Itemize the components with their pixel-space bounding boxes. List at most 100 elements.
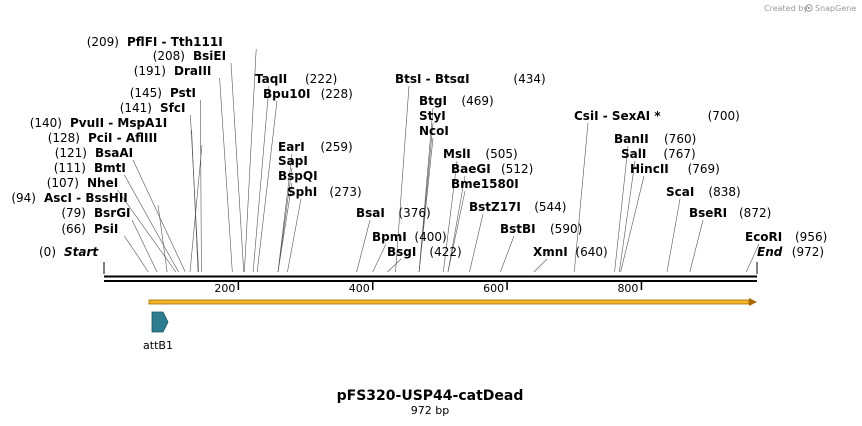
restriction-site[interactable]: StyI: [419, 109, 446, 123]
restriction-site[interactable]: (94)AscI - BssHII: [11, 191, 127, 205]
site-name: PsiI: [94, 222, 118, 236]
restriction-site[interactable]: (590)BstBI: [500, 222, 582, 236]
leader-line: [219, 77, 233, 273]
leader-line: [395, 85, 410, 273]
site-name: End: [757, 245, 783, 259]
leader-line: [124, 235, 149, 273]
leader-line: [157, 204, 168, 273]
restriction-site[interactable]: (208)BsiEI: [153, 49, 226, 63]
restriction-site[interactable]: (209)PflFI - Tth111I: [87, 35, 223, 49]
restriction-site[interactable]: (544)BstZ17I: [469, 200, 566, 214]
site-name: BaeGI: [451, 162, 491, 176]
restriction-site[interactable]: (505) MslI: [443, 147, 518, 161]
restriction-site[interactable]: (141)SfcI: [120, 101, 186, 115]
site-labels: (0)Start (66) PsiI (79)BsrGI(94)AscI - BssH…: [11, 35, 827, 259]
restriction-site[interactable]: (767) SalI: [621, 147, 696, 161]
restriction-site[interactable]: (145)PstI: [130, 86, 196, 100]
restriction-site[interactable]: (376) BsaI: [356, 206, 431, 220]
site-position: (191): [134, 64, 166, 78]
site-name: BspQI: [278, 169, 318, 183]
leader-line: [620, 175, 645, 273]
restriction-site[interactable]: (700)CsiI - SexAI *: [574, 109, 740, 123]
restriction-site[interactable]: (259)EarI: [278, 140, 353, 154]
site-position: (400): [414, 230, 446, 244]
restriction-site[interactable]: (838)ScaI: [666, 185, 741, 199]
site-position: (145): [130, 86, 162, 100]
restriction-site[interactable]: (872)BseRI: [689, 206, 771, 220]
created-by-credit: Created by SnapGene: [764, 4, 856, 13]
feature-attb1[interactable]: attB1: [143, 311, 173, 352]
site-name: AscI - BssHII: [44, 191, 128, 205]
site-position: (128): [48, 131, 80, 145]
restriction-site[interactable]: Bme1580I: [451, 177, 519, 191]
site-position: (140): [30, 116, 62, 130]
leader-line: [244, 48, 257, 273]
site-name: BsaI: [356, 206, 385, 220]
site-name: BsrGI: [94, 206, 131, 220]
site-name: StyI: [419, 109, 446, 123]
site-name: ScaI: [666, 185, 694, 199]
orf-bar: [148, 299, 750, 305]
restriction-site[interactable]: (640)XmnI: [533, 245, 608, 259]
start-marker: (0)Start: [39, 245, 99, 259]
leader-line: [666, 198, 681, 273]
restriction-site[interactable]: (140)PvuII - MspA1I: [30, 116, 167, 130]
restriction-site[interactable]: (121)BsaAI: [55, 146, 133, 160]
site-position: (767): [663, 147, 695, 161]
restriction-site[interactable]: (111)BmtI: [54, 161, 126, 175]
restriction-site[interactable]: BspQI: [278, 169, 318, 183]
leader-line: [614, 145, 629, 273]
restriction-site[interactable]: (107)NheI: [47, 176, 118, 190]
site-position: (376): [398, 206, 430, 220]
site-position: (469): [461, 94, 493, 108]
leader-line: [132, 159, 186, 273]
feature-arrow-icon: [151, 311, 169, 333]
site-name: BstZ17I: [469, 200, 521, 214]
leader-line: [189, 144, 203, 273]
site-position: (512): [501, 162, 533, 176]
restriction-site[interactable]: (66) PsiI: [61, 222, 118, 236]
restriction-site[interactable]: (400)BpmI: [372, 230, 447, 244]
restriction-site[interactable]: (128)PciI - AflIII: [48, 131, 158, 145]
restriction-site[interactable]: (228)Bpu10I: [263, 87, 353, 101]
restriction-site[interactable]: (769) HincII: [630, 162, 720, 176]
restriction-site[interactable]: (512) BaeGI: [451, 162, 533, 176]
site-name: PflFI - Tth111I: [127, 35, 223, 49]
restriction-site[interactable]: (422)BsgI: [387, 245, 462, 259]
restriction-site[interactable]: (79)BsrGI: [61, 206, 130, 220]
site-position: (956): [795, 230, 827, 244]
restriction-site[interactable]: (191)DraIII: [134, 64, 212, 78]
leader-line: [573, 122, 589, 273]
restriction-site[interactable]: NcoI: [419, 124, 449, 138]
leader-line: [356, 219, 371, 273]
restriction-site[interactable]: (222)TaqII: [255, 72, 337, 86]
site-position: (66): [61, 222, 86, 236]
site-name: BstBI: [500, 222, 536, 236]
site-name: BanII: [614, 132, 649, 146]
restriction-site[interactable]: (273)SphI: [287, 185, 362, 199]
site-name: SalI: [621, 147, 646, 161]
plasmid-title: pFS320-USP44-catDead: [337, 388, 524, 404]
site-name: MslI: [443, 147, 471, 161]
site-name: NheI: [87, 176, 118, 190]
site-position: (505): [485, 147, 517, 161]
leader-line: [618, 160, 636, 273]
site-position: (273): [329, 185, 361, 199]
restriction-site[interactable]: (469)BtgI: [419, 94, 494, 108]
site-name: Bpu10I: [263, 87, 310, 101]
site-position: (0): [39, 245, 56, 259]
restriction-site[interactable]: (760)BanII: [614, 132, 696, 146]
leader-line: [533, 258, 548, 273]
site-position: (121): [55, 146, 87, 160]
restriction-site[interactable]: (434)BtsI - BtsαI: [395, 72, 546, 86]
restriction-site[interactable]: (956)EcoRI: [745, 230, 827, 244]
site-name: NcoI: [419, 124, 449, 138]
site-name: EarI: [278, 140, 305, 154]
site-name: HincII: [630, 162, 669, 176]
site-name: BmtI: [94, 161, 126, 175]
site-position: (769): [688, 162, 720, 176]
leader-line: [372, 243, 387, 273]
restriction-site[interactable]: SapI: [278, 154, 308, 168]
